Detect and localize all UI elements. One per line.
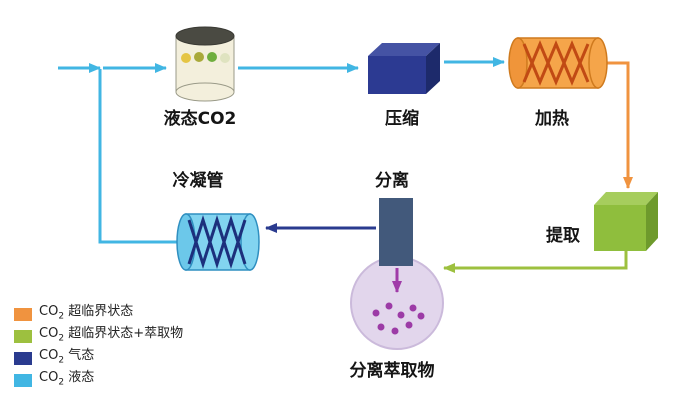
separator-flask <box>350 198 444 350</box>
legend-item-gas: CO2 气态 <box>14 348 183 366</box>
compressor-cube <box>368 43 440 94</box>
flow-heater-to-extractor-arrow <box>604 61 633 189</box>
label-condense: 冷凝管 <box>173 170 224 191</box>
legend-swatch-liquid <box>14 374 32 387</box>
legend-label-gas: CO2 气态 <box>39 348 95 366</box>
label-separated-extract: 分离萃取物 <box>350 360 435 381</box>
heater <box>508 37 608 89</box>
legend-swatch-supercritical <box>14 308 32 321</box>
extract-particle <box>372 309 380 317</box>
legend-item-supercritical: CO2 超临界状态 <box>14 304 183 322</box>
tank-dot <box>194 52 204 62</box>
flow-condenser-return-line <box>98 69 177 244</box>
label-liquid-co2: 液态CO2 <box>164 108 237 129</box>
label-compress: 压缩 <box>385 108 419 129</box>
condenser-coil <box>187 215 247 269</box>
legend-swatch-supercritical-extract <box>14 330 32 343</box>
condenser-coil <box>187 215 247 269</box>
tank-dot <box>181 53 191 63</box>
extract-particle <box>391 327 399 335</box>
extractor-cube-front <box>594 205 646 251</box>
extractor-cube-side <box>646 192 658 251</box>
heater-end <box>508 37 528 89</box>
extractor-cube <box>594 192 658 251</box>
label-extract: 提取 <box>546 226 580 246</box>
extract-particle <box>405 321 413 329</box>
condenser-end <box>240 213 260 271</box>
tank-top <box>175 26 235 46</box>
heater-end <box>588 37 608 89</box>
legend-label-liquid: CO2 液态 <box>39 370 95 388</box>
flask-neck <box>379 198 413 266</box>
heater-coil <box>522 40 590 86</box>
label-heat: 加热 <box>534 108 569 129</box>
legend-item-supercritical-extract: CO2 超临界状态+萃取物 <box>14 326 184 344</box>
label-separate: 分离 <box>375 170 409 191</box>
extract-particle <box>377 323 385 331</box>
compressor-cube-front <box>368 56 426 94</box>
tank-bottom <box>175 82 235 102</box>
legend: CO2 超临界状态 CO2 超临界状态+萃取物 CO2 气态 CO2 液态 <box>14 304 184 395</box>
compressor-cube-top <box>368 43 440 56</box>
condenser-end <box>176 213 196 271</box>
heater-coil <box>522 40 590 86</box>
extract-particle <box>417 312 425 320</box>
liquid-co2-tank <box>175 26 235 102</box>
flask-particles <box>372 302 425 335</box>
tank-dot <box>220 53 230 63</box>
extract-particle <box>409 304 417 312</box>
legend-swatch-gas <box>14 352 32 365</box>
legend-label-supercritical-extract: CO2 超临界状态+萃取物 <box>39 326 184 344</box>
legend-item-liquid: CO2 液态 <box>14 370 183 388</box>
compressor-cube-side <box>426 43 440 94</box>
flow-extractor-to-separator-arrow <box>443 251 628 273</box>
extract-particle <box>397 311 405 319</box>
legend-label-supercritical: CO2 超临界状态 <box>39 304 134 322</box>
tank-dot <box>207 52 217 62</box>
extractor-cube-top <box>594 192 658 205</box>
extract-particle <box>385 302 393 310</box>
condenser <box>176 213 260 271</box>
